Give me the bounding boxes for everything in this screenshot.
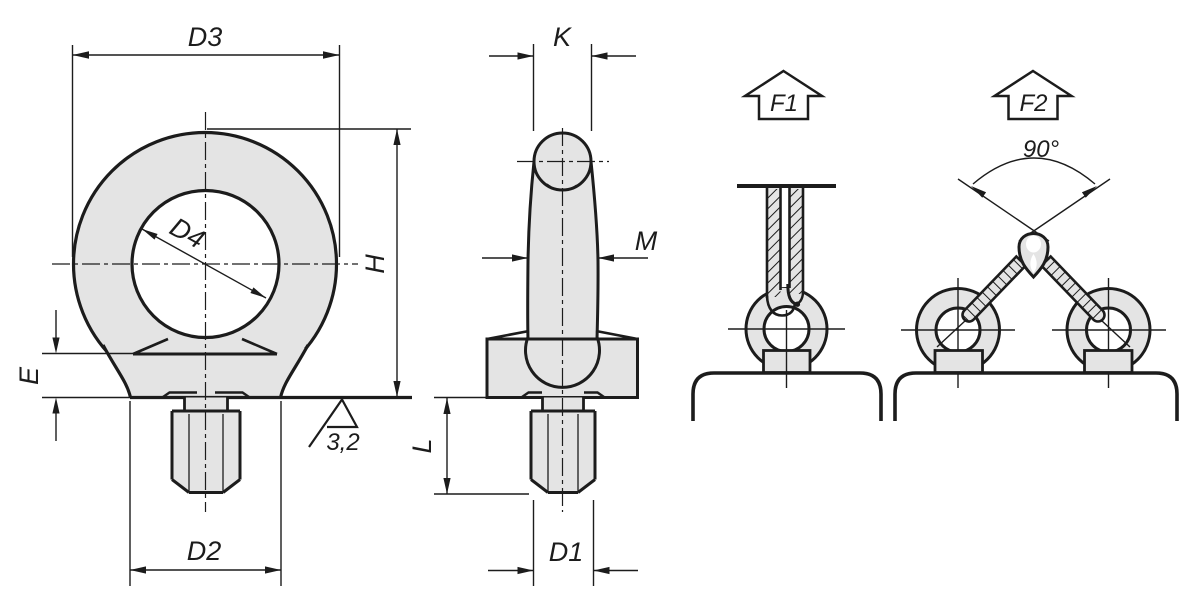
angle-arc [972, 157, 1096, 185]
dim-label-h: H [360, 254, 390, 274]
undercut-left-side [521, 391, 542, 398]
load-diagram-f1: F1 [691, 69, 883, 421]
workpiece-f2 [893, 371, 1179, 421]
load-label-f2: F2 [1019, 90, 1047, 117]
d4-line [141, 228, 267, 299]
collar-wedge-right-side [595, 329, 638, 341]
hidden-arc [546, 183, 579, 191]
sling-leg-left [961, 254, 1028, 323]
angle-arc-arrowheads [971, 186, 1097, 198]
k-arrowheads [517, 52, 608, 60]
dim-label-m: M [635, 226, 658, 256]
undercut-right [215, 391, 250, 398]
e-arrowheads [52, 337, 60, 414]
surface-roughness-value: 3,2 [326, 429, 359, 456]
load-label-f1: F1 [770, 90, 798, 117]
lifting-strap [765, 186, 805, 317]
dimension-d2 [129, 401, 282, 586]
flare-right-edge [278, 344, 310, 398]
flare-left-edge [101, 344, 133, 398]
surface-roughness-icon [308, 397, 359, 448]
dim-label-k: K [553, 22, 572, 52]
front-view: D3 D4 H E D2 3,2 [14, 22, 412, 586]
dim-label-d1: D1 [549, 537, 584, 567]
collar-wedge-left [132, 337, 169, 356]
shank-left-edge [526, 161, 536, 340]
dim-label-d3: D3 [188, 22, 223, 52]
shank-right-edge [589, 161, 600, 340]
sling-leg-right [1039, 254, 1106, 323]
collar-fill [104, 348, 307, 398]
d1-arrowheads [517, 566, 610, 575]
undercut-left [162, 391, 197, 398]
undercut-right-side [584, 391, 605, 398]
load-diagram-f2: 90° F2 [893, 69, 1179, 421]
load-arrow-f2-icon [990, 69, 1076, 121]
master-link [1017, 232, 1050, 280]
dim-label-e: E [14, 366, 44, 385]
dim-label-l: L [407, 438, 437, 453]
d4-arrowheads [142, 229, 266, 298]
side-view: K M L D1 [407, 22, 658, 586]
collar-wedge-right [241, 337, 278, 356]
d2-arrowheads [130, 566, 281, 574]
dimension-d3 [71, 45, 341, 257]
dimension-k [489, 44, 636, 131]
angle-value: 90° [1023, 136, 1060, 163]
collar-wedge-left-side [486, 329, 530, 341]
load-arrow-f1-icon [740, 69, 827, 121]
collar-f2-right [1083, 349, 1134, 374]
collar-f2-left [933, 349, 984, 374]
eye-hole-arc [524, 336, 601, 389]
dim-label-d2: D2 [187, 536, 222, 566]
